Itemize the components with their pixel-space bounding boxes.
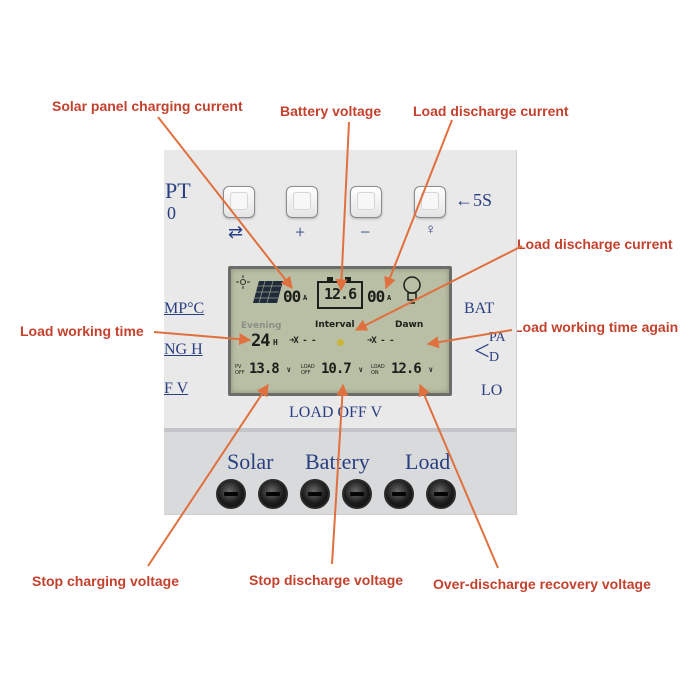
terminal-label-solar: Solar [227, 449, 274, 474]
label-over-discharge-recovery-voltage: Over-discharge recovery voltage [433, 576, 651, 592]
terminal-label-load: Load [405, 449, 451, 474]
terminal-screw-load-1[interactable] [384, 479, 414, 509]
label-load-discharge-current-top: Load discharge current [413, 103, 569, 119]
plus-icon: + [295, 222, 306, 242]
terminal-screw-load-2[interactable] [426, 479, 456, 509]
terminal-label-battery: Battery [305, 449, 370, 474]
plus-button[interactable] [286, 186, 318, 218]
minus-icon: − [360, 222, 371, 242]
label-load-working-time-again: Load working time again [514, 319, 679, 335]
side-label-lo: LO [481, 382, 503, 399]
lcd-solar-current: 00 [283, 287, 301, 306]
lcd-interval-label: Interval [315, 320, 355, 330]
switch-button[interactable] [223, 186, 255, 218]
terminal-screw-solar-2[interactable] [258, 479, 288, 509]
label-load-working-time: Load working time [20, 323, 144, 339]
side-label-bat: BAT [464, 300, 495, 317]
minus-button[interactable] [350, 186, 382, 218]
side-label-5s: ←5S [455, 190, 493, 210]
solar-panel-icon [253, 281, 283, 303]
side-label-pa: PA [489, 330, 506, 345]
side-label-pt: PT [165, 178, 191, 203]
lcd-battery-voltage: 12.6 [324, 285, 357, 303]
lcd-x-marks-left: ➜X - - [289, 336, 316, 346]
lcd-bulb-icon [403, 276, 421, 304]
lcd-load-on-label: LOAD ON [371, 364, 385, 376]
lcd-load-off-value: 10.7 [321, 361, 352, 377]
sun-icon [236, 275, 250, 289]
lcd-display: 00 A 12.6 00 A Evening Interval Dawn 24 … [228, 266, 452, 396]
lcd-load-current: 00 [367, 287, 385, 306]
side-label-mp-c: MP°C [164, 300, 205, 317]
lcd-pv-off-label: PV OFF [235, 364, 245, 376]
lcd-work-time-unit: H [273, 338, 278, 347]
lcd-load-off-label: LOAD OFF [301, 364, 315, 376]
lcd-solar-unit: A [303, 294, 307, 302]
switch-arrows-icon: ⇄ [228, 222, 244, 242]
side-label-d: D [489, 350, 500, 365]
side-label-ng-h: NG H [164, 341, 203, 358]
lcd-load-on-unit: V [429, 367, 433, 374]
label-solar-panel-charging-current: Solar panel charging current [52, 98, 243, 114]
terminal-screw-battery-1[interactable] [300, 479, 330, 509]
lcd-load-unit: A [387, 294, 391, 302]
bulb-icon: ♀ [425, 222, 437, 238]
lcd-work-time: 24 [251, 331, 271, 351]
terminal-screw-solar-1[interactable] [216, 479, 246, 509]
label-stop-discharge-voltage: Stop discharge voltage [249, 572, 404, 588]
lcd-indicator-dot [337, 339, 344, 346]
lcd-pv-off-unit: V [287, 367, 291, 374]
lcd-load-on-value: 12.6 [391, 361, 422, 377]
side-angle-bracket: < [474, 336, 490, 367]
lcd-load-off-unit: V [359, 367, 363, 374]
terminal-screw-battery-2[interactable] [342, 479, 372, 509]
side-label-zero: 0 [167, 203, 176, 223]
load-off-v-label: LOAD OFF V [289, 404, 383, 421]
light-button[interactable] [414, 186, 446, 218]
lcd-x-marks-right: ➜X - - [367, 336, 394, 346]
label-load-discharge-current-right: Load discharge current [517, 236, 673, 252]
label-battery-voltage: Battery voltage [280, 103, 382, 119]
lcd-dawn-label: Dawn [395, 320, 424, 330]
side-label-f-v: F V [164, 380, 189, 397]
lcd-pv-off-value: 13.8 [249, 361, 280, 377]
label-stop-charging-voltage: Stop charging voltage [32, 573, 180, 589]
lcd-evening-label: Evening [241, 321, 282, 331]
